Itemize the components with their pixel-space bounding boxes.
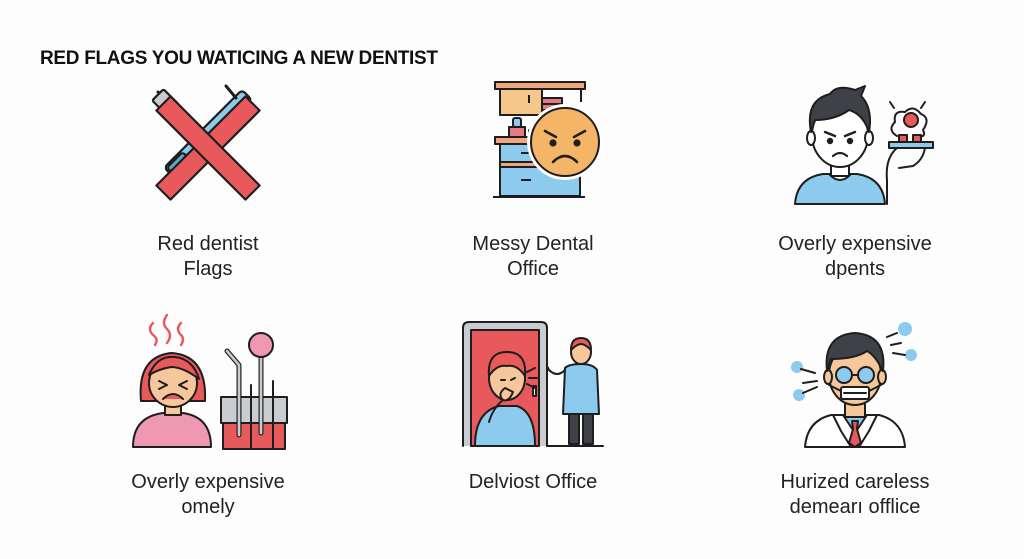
- crossed-dental-tools-icon: [138, 80, 278, 205]
- card-label-line1: Delviost Office: [468, 471, 598, 493]
- card-overly-expensive-omely: Overly expensive omely: [88, 305, 328, 525]
- card-label-line2: Office: [507, 258, 559, 280]
- card-messy-dental-office: Messy Dental Office: [413, 80, 653, 280]
- card-red-dentist-flags: Red dentist Flags: [88, 80, 328, 280]
- card-label-line2: omely: [181, 496, 235, 518]
- card-label-line1: Red dentist: [157, 233, 259, 255]
- card-label-line2: Flags: [183, 258, 233, 280]
- angry-face-messy-office-icon: [453, 80, 613, 205]
- distressed-woman-dental-tools-icon: [123, 305, 293, 450]
- card-label-line1: Overly expensive: [778, 233, 932, 255]
- patient-in-doorway-dentist-icon: [453, 318, 613, 448]
- card-label-line2: dpents: [824, 258, 886, 280]
- card-overly-expensive-dpents: Overly expensive dpents: [735, 80, 975, 280]
- card-label-line1: Messy Dental: [472, 233, 594, 255]
- card-hurized-careless-demeanor: Hurized careless demearı offlice: [735, 315, 975, 525]
- frowning-man-holding-device-icon: [775, 80, 935, 205]
- page-title: RED FLAGS YOU WATICING A NEW DENTIST: [40, 48, 438, 69]
- hurried-dentist-mask-icon: [775, 315, 935, 450]
- card-label-line1: Overly expensive: [131, 471, 285, 493]
- card-label-line1: Hurized careless: [780, 471, 930, 493]
- card-delviost-office: Delviost Office: [413, 318, 653, 518]
- card-label-line2: demearı offlice: [789, 496, 921, 518]
